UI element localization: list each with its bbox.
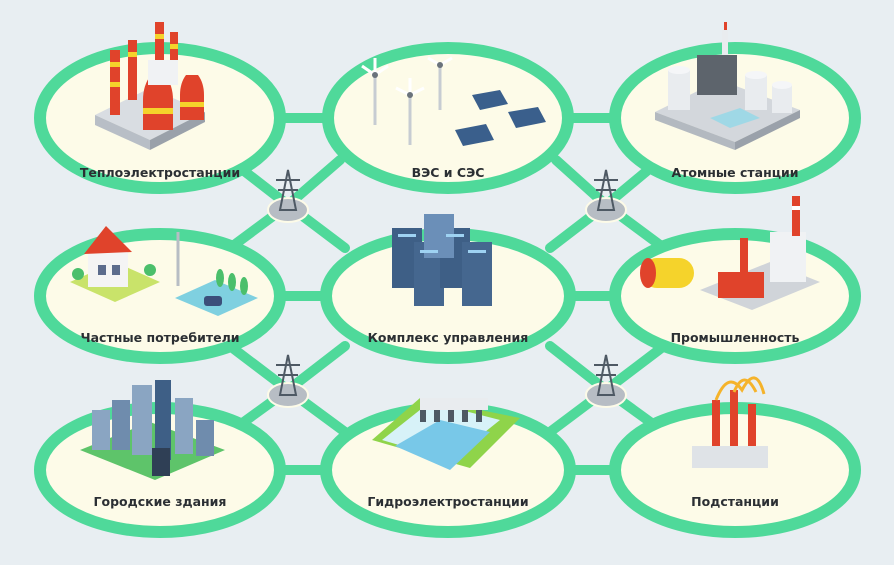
label-substations: Подстанции [691,494,779,509]
transmission-tower-icon [276,354,300,396]
node-thermal [34,22,286,194]
node-substations [609,376,861,538]
transmission-tower-icon [594,354,618,396]
thermal-plant-icon [95,22,205,150]
label-hydro: Гидроэлектростанции [367,494,529,509]
label-city: Городские здания [93,494,227,509]
node-nuclear [609,22,861,194]
node-renewables [322,42,574,194]
connector-control-pylon-low-left [283,341,350,395]
transmission-tower-icon [594,169,618,211]
nuclear-plant-icon [655,22,800,150]
pylon-upper-left [267,169,309,223]
connector-industry-pylon-low [601,341,669,395]
private-house-icon [70,226,258,316]
pylon-upper-right [585,169,627,223]
wind-solar-icon [361,56,453,145]
label-nuclear: Атомные станции [671,165,799,180]
label-renewables: ВЭС и СЭС [411,165,485,180]
label-control: Комплекс управления [367,330,529,345]
connector-private-pylon-low [225,341,293,395]
connector-renewables-pylon-left [283,155,345,210]
node-private [34,226,286,364]
pylon-lower-right [585,354,627,408]
label-private: Частные потребители [80,330,240,345]
connector-renewables-pylon-right [551,155,611,210]
city-buildings-icon [80,380,225,480]
server-rack-icon [392,214,492,306]
solar-panels [455,90,546,146]
substation-icon [692,376,768,468]
node-city [34,380,286,538]
node-control [320,214,576,364]
node-hydro [320,398,576,538]
transmission-tower-icon [276,169,300,211]
label-industry: Промышленность [670,330,800,345]
hydro-dam-icon [372,398,520,470]
connector-control-pylon-low-right [545,341,611,395]
node-industry [609,196,861,364]
factory-icon [640,196,820,310]
label-thermal: Теплоэлектростанции [79,165,241,180]
pylon-lower-left [267,354,309,408]
